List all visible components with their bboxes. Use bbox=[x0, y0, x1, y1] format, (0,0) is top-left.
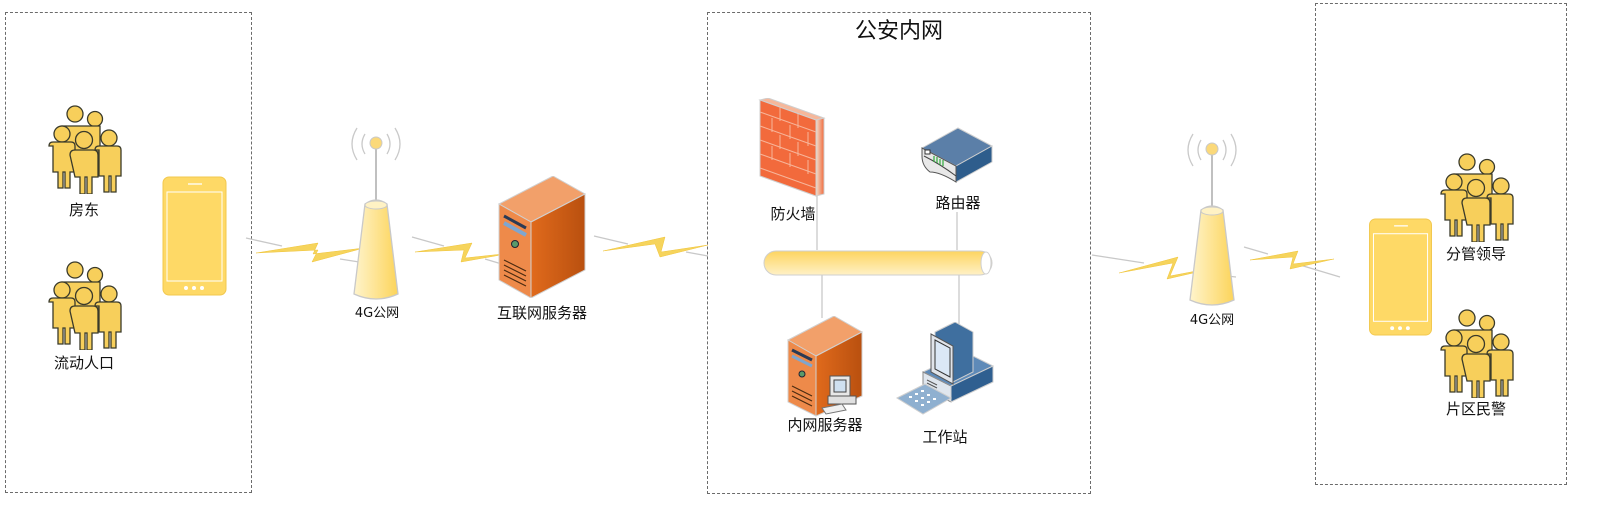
label-intranet-server: 内网服务器 bbox=[787, 416, 863, 434]
smartphone-icon bbox=[162, 176, 227, 296]
smartphone-icon bbox=[1369, 218, 1432, 336]
label-landlord: 房东 bbox=[68, 201, 100, 219]
server-icon bbox=[497, 176, 587, 298]
lightning-bolt-icon bbox=[1249, 250, 1335, 270]
label-area-police: 片区民警 bbox=[1445, 400, 1507, 418]
people-group-icon bbox=[1440, 309, 1514, 398]
label-internet-server: 互联网服务器 bbox=[496, 304, 588, 322]
label-firewall: 防火墙 bbox=[770, 205, 816, 223]
label-router: 路由器 bbox=[935, 194, 981, 212]
mini-computer-icon bbox=[821, 375, 857, 415]
people-group-icon bbox=[48, 105, 122, 194]
people-group-icon bbox=[1440, 153, 1514, 242]
cell-tower-icon bbox=[1187, 133, 1237, 306]
workstation-icon bbox=[895, 322, 995, 415]
zone-police-intranet bbox=[707, 12, 1091, 494]
label-left-4g: 4G公网 bbox=[354, 306, 400, 321]
label-workstation: 工作站 bbox=[922, 428, 968, 446]
firewall-icon bbox=[758, 98, 826, 197]
people-group-icon bbox=[48, 261, 122, 350]
router-icon bbox=[920, 127, 994, 183]
label-division-leader: 分管领导 bbox=[1445, 245, 1507, 263]
zone-police-intranet-title: 公安内网 bbox=[854, 19, 944, 44]
server-icon bbox=[786, 316, 864, 417]
zone-right-users bbox=[1315, 3, 1567, 485]
network-bus-icon bbox=[763, 250, 993, 276]
label-floating-population: 流动人口 bbox=[53, 354, 115, 372]
zone-left-users bbox=[5, 12, 252, 493]
cell-tower-icon bbox=[351, 127, 401, 300]
label-right-4g: 4G公网 bbox=[1189, 313, 1235, 328]
lightning-bolt-icon bbox=[602, 236, 709, 258]
